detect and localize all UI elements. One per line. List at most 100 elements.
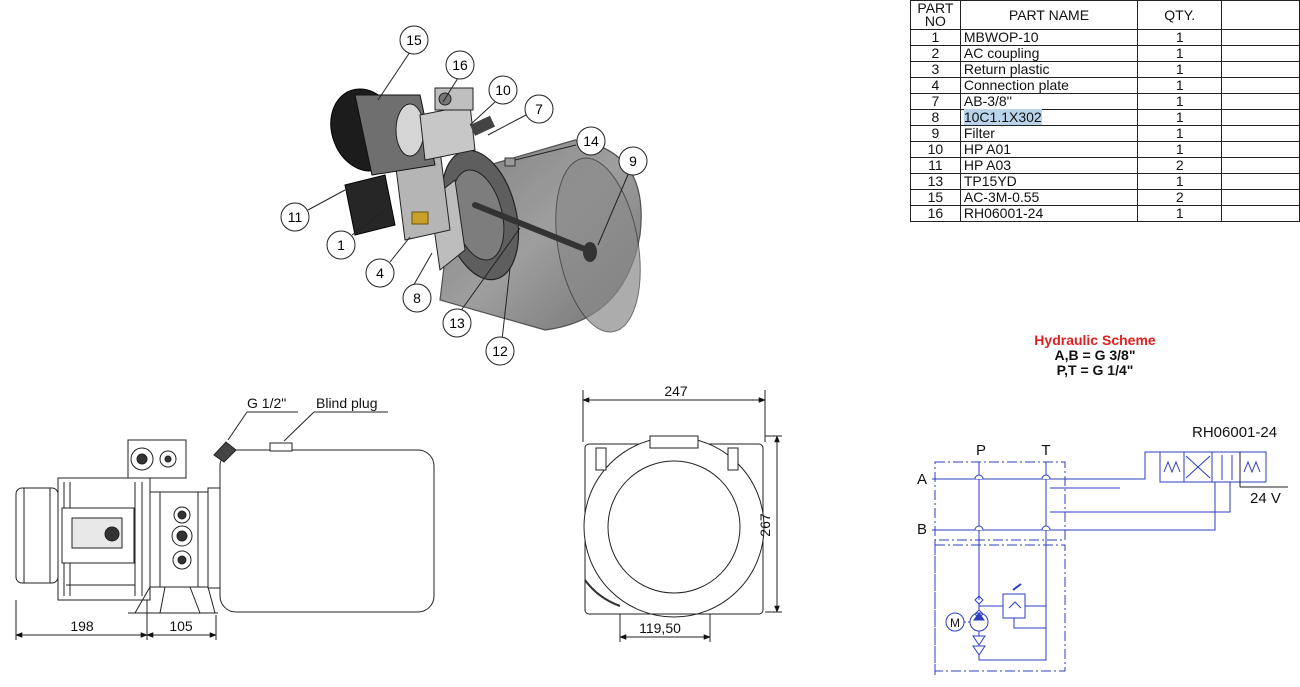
dimension-198: 198 [70, 618, 94, 634]
port-a-label: A [917, 471, 927, 488]
svg-text:4: 4 [376, 265, 384, 281]
cell-part-no: 2 [910, 45, 961, 62]
balloon-15: 15 [399, 25, 429, 55]
svg-text:7: 7 [535, 101, 543, 117]
cell-part-no: 15 [910, 189, 961, 206]
motor-symbol-label: M [950, 616, 960, 630]
svg-text:13: 13 [449, 315, 465, 331]
cell-blank [1221, 125, 1300, 142]
svg-text:9: 9 [629, 153, 637, 169]
cell-part-name: 10C1.1X302 [959, 109, 1139, 126]
cell-part-name: Filter [959, 125, 1139, 142]
header-part-no-text: PART NO [917, 0, 954, 29]
port-size-label: G 1/2" [247, 395, 286, 411]
cell-qty: 2 [1137, 189, 1223, 206]
cell-blank [1221, 205, 1300, 222]
part-balloons [307, 51, 631, 341]
scheme-title: Hydraulic Scheme [1034, 332, 1156, 348]
cell-qty: 1 [1137, 173, 1223, 190]
cell-qty: 1 [1137, 141, 1223, 158]
cell-part-name: TP15YD [959, 173, 1139, 190]
cell-blank [1221, 61, 1300, 78]
cell-qty: 2 [1137, 157, 1223, 174]
blind-plug-label: Blind plug [316, 395, 378, 411]
balloon-4: 4 [365, 258, 395, 288]
cell-part-no: 8 [910, 109, 961, 126]
svg-text:10: 10 [495, 82, 511, 98]
cell-qty: 1 [1137, 45, 1223, 62]
cell-part-name: MBWOP-10 [959, 29, 1139, 46]
cell-part-no: 13 [910, 173, 961, 190]
balloon-16: 16 [445, 50, 475, 80]
cell-part-name: AB-3/8'' [959, 93, 1139, 110]
balloon-7: 7 [524, 94, 554, 124]
cell-part-name: RH06001-24 [959, 205, 1139, 222]
scheme-pt-thread: P,T = G 1/4" [1056, 362, 1134, 378]
cell-part-no: 9 [910, 125, 961, 142]
cell-qty: 1 [1137, 29, 1223, 46]
balloon-11: 11 [280, 202, 310, 232]
cell-part-name: Connection plate [959, 77, 1139, 94]
voltage-label: 24 V [1250, 490, 1281, 507]
balloon-14: 14 [576, 126, 606, 156]
cell-blank [1221, 77, 1300, 94]
isometric-view [330, 87, 642, 333]
balloon-8: 8 [402, 283, 432, 313]
cell-part-no: 1 [910, 29, 961, 46]
dimension-105: 105 [169, 618, 193, 634]
cell-part-name: Return plastic [959, 61, 1139, 78]
cell-blank [1221, 141, 1300, 158]
cell-blank [1221, 109, 1300, 126]
port-b-label: B [917, 521, 927, 538]
cell-qty: 1 [1137, 93, 1223, 110]
side-view-leaders [15, 411, 388, 640]
hydraulic-scheme-title: Hydraulic Scheme A,B = G 3/8" P,T = G 1/… [1000, 333, 1190, 378]
balloon-12: 12 [485, 336, 515, 366]
cell-qty: 1 [1137, 125, 1223, 142]
cell-part-name: AC coupling [959, 45, 1139, 62]
svg-text:16: 16 [452, 57, 468, 73]
dimension-267: 267 [757, 513, 773, 537]
header-part-no: PART NO [910, 0, 961, 30]
cell-part-no: 3 [910, 61, 961, 78]
cell-blank [1221, 93, 1300, 110]
cell-qty: 1 [1137, 205, 1223, 222]
cell-part-no: 7 [910, 93, 961, 110]
svg-text:11: 11 [288, 209, 303, 225]
cell-part-name: HP A03 [959, 157, 1139, 174]
cell-part-no: 16 [910, 205, 961, 222]
cell-blank [1221, 45, 1300, 62]
svg-text:1: 1 [337, 237, 345, 253]
cell-blank [1221, 157, 1300, 174]
cell-blank [1221, 189, 1300, 206]
header-qty: QTY. [1137, 0, 1223, 30]
port-t-label: T [1041, 442, 1050, 459]
balloon-13: 13 [442, 308, 472, 338]
side-view [15, 439, 435, 614]
cell-part-name-text: 10C1.1X302 [963, 109, 1042, 125]
svg-text:15: 15 [406, 32, 422, 48]
scheme-ab-thread: A,B = G 3/8" [1054, 347, 1136, 363]
cell-blank [1221, 173, 1300, 190]
cell-blank [1221, 29, 1300, 46]
end-view [582, 390, 782, 642]
dimension-119-50: 119,50 [639, 620, 681, 636]
port-p-label: P [976, 442, 986, 459]
cell-qty: 1 [1137, 77, 1223, 94]
cell-qty: 1 [1137, 61, 1223, 78]
svg-text:14: 14 [583, 133, 599, 149]
